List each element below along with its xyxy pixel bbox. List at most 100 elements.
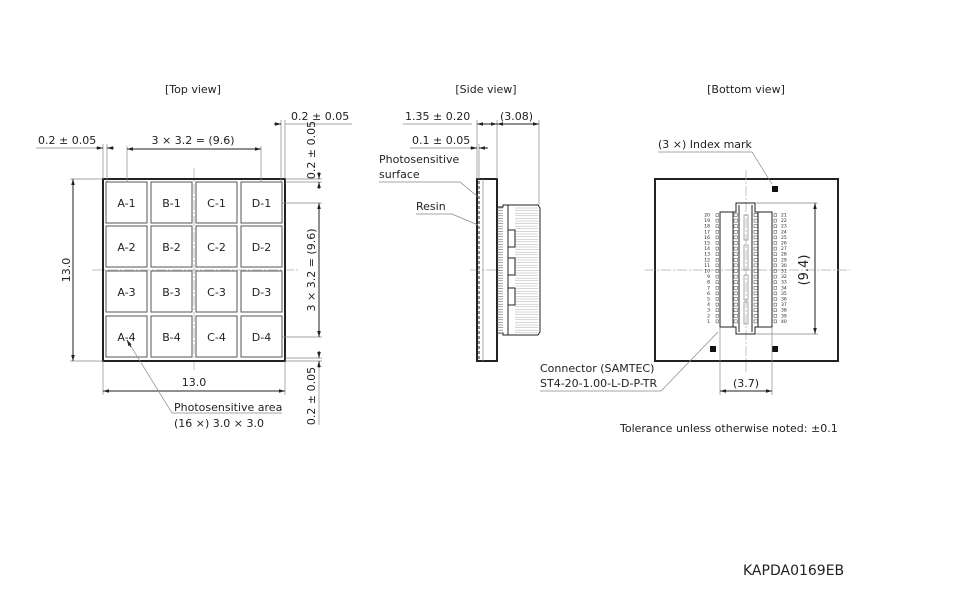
cell-label: D-2: [252, 241, 271, 254]
pin-pad: [715, 218, 719, 223]
cell-label: B-2: [162, 241, 181, 254]
index-mark: [710, 346, 716, 352]
pin-number-left: 16: [704, 235, 710, 241]
pin-pad: [715, 302, 719, 307]
pin-number-left: 1: [707, 319, 710, 325]
photosensitive-cell: [195, 225, 238, 268]
pin-number-right: 29: [781, 257, 787, 263]
pin-number-right: 31: [781, 269, 787, 275]
pin-pad: [773, 263, 777, 268]
dim-width: 13.0: [182, 376, 207, 389]
pin-number-right: 23: [781, 224, 787, 230]
pin-pad: [773, 314, 777, 318]
photosensitive-cell: [150, 225, 193, 268]
pin-pad: [715, 213, 719, 217]
pin-pad: [715, 258, 719, 262]
pin-number-right: 38: [781, 308, 787, 314]
pin-pad: [773, 302, 777, 307]
pin-pad: [715, 308, 719, 312]
pin-pad: [715, 274, 719, 279]
side-view: 1.35 ± 0.20 (3.08) 0.1 ± 0.05 Photosensi…: [379, 110, 541, 362]
pin-number-left: 11: [704, 263, 710, 269]
pin-pad: [773, 280, 777, 284]
pin-pad: [773, 297, 777, 301]
pin-pad: [773, 213, 777, 217]
connector-part-number: ST4-20-1.00-L-D-P-TR: [540, 377, 658, 390]
cell-label: C-1: [207, 197, 226, 210]
pin-pad: [773, 241, 777, 245]
cell-label: A-3: [117, 286, 135, 299]
photosensitive-surface-label-2: surface: [379, 168, 420, 181]
dim-top-gap-vertical: 0.2 ± 0.05: [305, 121, 318, 179]
pin-pad: [715, 314, 719, 318]
pin-number-right: 35: [781, 291, 787, 297]
pin-number-left: 8: [707, 280, 710, 286]
pin-pad: [715, 291, 719, 296]
dim-connector-length: (9.4): [797, 255, 812, 286]
pin-number-left: 15: [704, 241, 710, 247]
pin-pad: [715, 280, 719, 284]
pin-pad: [715, 241, 719, 245]
photosensitive-cell: [240, 181, 283, 224]
pin-pad: [773, 252, 777, 256]
pin-number-left: 7: [707, 285, 710, 291]
pin-pad: [773, 218, 777, 223]
pin-pad: [773, 319, 777, 324]
package-outline: [102, 178, 286, 362]
photosensitive-cell: [150, 181, 193, 224]
cell-label: D-4: [252, 331, 271, 344]
pin-number-left: 17: [704, 229, 710, 235]
index-mark: [772, 186, 778, 192]
pin-pad: [773, 269, 777, 273]
pin-pad: [773, 230, 777, 234]
resin-label: Resin: [416, 200, 446, 213]
pin-pad: [715, 230, 719, 234]
drawing-code: KAPDA0169EB: [743, 563, 844, 579]
pin-number-left: 3: [707, 308, 710, 314]
photosensitive-cell: [240, 315, 283, 358]
pin-pad: [715, 319, 719, 324]
dim-connector-height: (3.08): [500, 110, 533, 123]
photosensitive-cell: [195, 270, 238, 313]
side-view-title: [Side view]: [455, 83, 516, 96]
pin-pad: [773, 274, 777, 279]
pin-pad: [715, 235, 719, 240]
dim-connector-width: (3.7): [733, 377, 759, 390]
pin-number-right: 33: [781, 280, 787, 286]
photosensitive-cell: [150, 315, 193, 358]
pin-number-right: 32: [781, 274, 787, 280]
pin-number-left: 2: [707, 313, 710, 319]
pin-pad: [773, 258, 777, 262]
pin-pad: [715, 263, 719, 268]
pin-number-right: 21: [781, 213, 787, 219]
pin-number-left: 12: [704, 257, 710, 263]
photosensitive-cell: [240, 225, 283, 268]
pin-number-right: 28: [781, 252, 787, 258]
pin-number-left: 10: [704, 269, 710, 275]
photosensitive-area-size: (16 ×) 3.0 × 3.0: [174, 417, 264, 430]
cell-label: B-1: [162, 197, 181, 210]
dim-pitch-horizontal: 3 × 3.2 = (9.6): [152, 134, 235, 147]
cell-label: C-2: [207, 241, 226, 254]
cell-label: D-3: [252, 286, 271, 299]
pin-pad: [715, 252, 719, 256]
cell-label: A-2: [117, 241, 135, 254]
pin-pad: [773, 286, 777, 290]
pin-number-right: 24: [781, 229, 787, 235]
pin-number-left: 18: [704, 224, 710, 230]
pin-number-right: 39: [781, 313, 787, 319]
pin-pad: [773, 308, 777, 312]
index-mark-label: (3 ×) Index mark: [658, 138, 753, 151]
dim-bottom-gap-vertical: 0.2 ± 0.05: [305, 367, 318, 425]
photosensitive-cell: [195, 315, 238, 358]
pin-number-right: 40: [781, 319, 787, 325]
cell-label: C-3: [207, 286, 226, 299]
photosensitive-cell: [105, 181, 148, 224]
tolerance-note: Tolerance unless otherwise noted: ±0.1: [619, 422, 838, 435]
photosensitive-area-label: Photosensitive area: [174, 401, 282, 414]
cell-label: D-1: [252, 197, 271, 210]
pin-number-right: 36: [781, 297, 787, 303]
pin-number-left: 6: [707, 291, 710, 297]
pin-pad: [715, 224, 719, 228]
